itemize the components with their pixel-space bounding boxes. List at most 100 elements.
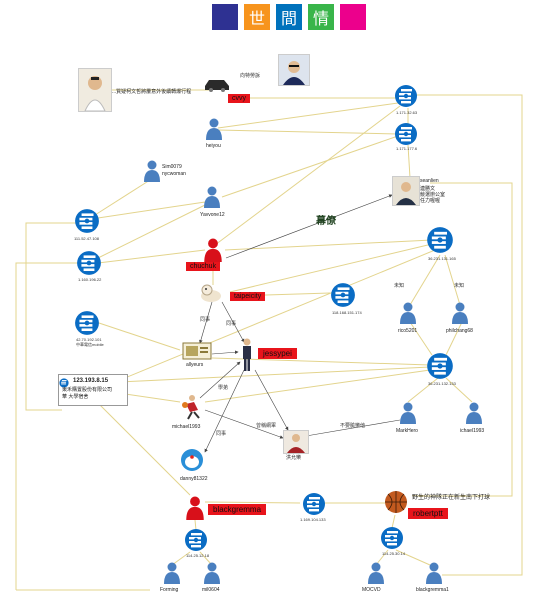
label-danny: danny81322	[180, 476, 208, 482]
hub-icon-lower-left	[74, 310, 100, 341]
label-hong: 洪允樂	[286, 455, 302, 461]
edge-label-tongshi-3: 同事	[216, 431, 227, 437]
edge-black-ipbottom	[204, 501, 301, 504]
edge-robert-ipbr	[391, 514, 396, 529]
edge-ipr-ichael	[445, 377, 473, 403]
hub-label-bottom: 1.169.104.133	[300, 517, 326, 522]
seanlien-photo	[392, 176, 420, 206]
label-black1: blackgremma1	[416, 587, 449, 593]
arrow-jessypei-hong	[254, 369, 289, 431]
info-dorm: 華 大學宿舍	[62, 394, 89, 400]
arrow-jessypei-danny	[204, 369, 245, 453]
label-mocvd: MOCVD	[362, 587, 381, 593]
edge-label-muliao: 幕僚	[316, 216, 336, 227]
arrow-mark-hong	[305, 419, 401, 438]
person-icon-chuchuk	[204, 238, 222, 267]
arrow-taipei-allye	[199, 301, 213, 344]
edge-label-self-right: 未知	[454, 283, 465, 289]
edge-label-tongshi-1: 同事	[200, 317, 211, 323]
label-sean-2: 連勝文	[420, 186, 436, 192]
label-ichael: ichael1993	[460, 428, 485, 434]
arrow-allye-jessypei	[211, 350, 239, 355]
node-robertptt: robertptt	[408, 508, 448, 519]
hub-label-left2: 1.160.196.22	[78, 277, 102, 282]
arrow-michael-hong	[204, 409, 284, 439]
header-box-pink	[340, 4, 366, 30]
edge-label-lover: 曾稱網軍	[256, 423, 277, 429]
person-icon-phil	[452, 302, 468, 329]
arrow-chuchuk-sean	[225, 194, 393, 259]
node-chuchuk: chuchuk	[186, 262, 221, 271]
edge-label-complaint: 向特勞訴	[240, 73, 261, 79]
hub-label-left1: 111.52.47.108	[74, 236, 99, 241]
official-photo	[78, 68, 112, 112]
hub-label-2: 1.171.177.6	[396, 146, 418, 151]
person-icon-forming	[164, 562, 180, 589]
edge-taipei-ipmid	[229, 243, 433, 293]
header-box-jian: 間	[276, 4, 302, 30]
edge-frame-left2	[15, 262, 88, 410]
label-mil: mil0604	[202, 587, 220, 593]
hub-icon-right-lower	[426, 352, 454, 385]
edge-black-ipbl	[194, 519, 197, 531]
edge-heiyou-ip1	[217, 102, 399, 129]
allyeurs-icon	[182, 342, 212, 365]
car-photo	[204, 74, 230, 92]
hub-icon-top	[394, 84, 418, 113]
jessypei-icon	[240, 338, 254, 377]
hub-label-bl: 114.25.12.18	[186, 553, 210, 558]
edge-info-ipr	[119, 366, 431, 383]
edge-chuchuk-ipmid	[224, 239, 433, 251]
label-note: 野生的神隊正在新生南下打球	[412, 495, 491, 501]
edge-ipbl-mil	[199, 551, 213, 566]
edge-ipr-mark	[407, 377, 439, 403]
edge-frame-right2	[412, 182, 513, 497]
hub-label-center: 118.168.151.174	[332, 310, 362, 315]
edge-ipbl-forming	[171, 551, 191, 566]
hub-icon-2	[394, 122, 418, 151]
edge-ip2-sean	[407, 144, 411, 179]
edge-lower-left-allye	[95, 321, 181, 351]
edge-label-unknown: 不要臉樂他	[340, 423, 366, 429]
label-allyeurs: allyeurs	[186, 362, 204, 368]
edge-ipmid-phil	[444, 254, 461, 306]
edge-info-black	[94, 399, 191, 496]
hub-icon-bottom	[302, 492, 326, 521]
taipeicity-icon	[198, 282, 224, 309]
label-sean-3: 競選辦公室	[420, 192, 446, 198]
node-blackgremma: blackgremma	[208, 504, 267, 515]
header-box-navy	[212, 4, 238, 30]
hub-icon-mid-right	[426, 226, 454, 259]
hub-label-right-lower: 36.231.132.133	[428, 381, 456, 386]
node-cvvy: cvvy	[228, 94, 250, 103]
edge-heiyou-ip2	[217, 129, 399, 135]
hub-icon-left2	[76, 250, 102, 281]
edge-chuchuk-left2	[97, 249, 206, 264]
label-michael: michael1993	[172, 424, 201, 430]
danny-icon	[180, 448, 204, 477]
hub-icon-br	[380, 526, 404, 555]
hub-label-lower-left-isp: 中華電信mobile	[76, 342, 104, 347]
edge-yav-left1	[97, 201, 206, 219]
michael-icon	[180, 394, 204, 425]
person-icon-mark	[400, 402, 416, 429]
person-icon-yavvone	[204, 186, 220, 213]
edge-info-ipmid	[119, 249, 436, 381]
hub-icon-left1	[74, 208, 100, 239]
edge-frame-right	[410, 94, 523, 576]
node-jessypei: jessypei	[258, 348, 297, 359]
edge-label-tongshi-2: 同事	[226, 321, 237, 327]
person-icon-blackgremma	[186, 496, 204, 525]
header-box-shi: 世	[244, 4, 270, 30]
hub-label-br: 114.25.30.14	[382, 551, 406, 556]
person-icon-black1	[426, 562, 442, 589]
person-icon-mocvd	[368, 562, 384, 589]
arrow-taipei-jessypei	[221, 301, 245, 343]
basketball-icon	[384, 490, 408, 519]
edge-frame-left	[25, 222, 88, 411]
edge-yav-left2	[97, 204, 206, 259]
node-taipeicity: taipeicity	[230, 292, 266, 301]
label-yavvone: Yavvone12	[200, 212, 225, 218]
